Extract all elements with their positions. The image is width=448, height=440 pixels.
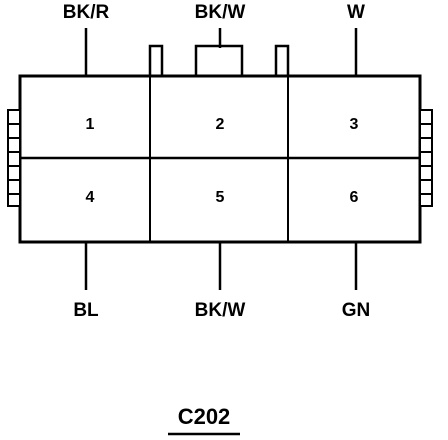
- cavity-number-3: 3: [350, 116, 359, 133]
- cavity-number-2: 2: [216, 116, 225, 133]
- wire-label-cavity-6: GN: [342, 300, 371, 321]
- wire-label-cavity-5: BK/W: [195, 300, 246, 321]
- wire-label-cavity-1: BK/R: [63, 2, 110, 23]
- wire-label-cavity-3: W: [347, 2, 365, 23]
- wire-label-cavity-2: BK/W: [195, 2, 246, 23]
- wire-label-cavity-4: BL: [73, 300, 99, 321]
- locking-tab-center: [194, 44, 244, 76]
- connector-id: C202: [178, 404, 231, 429]
- side-ribs-left: [7, 109, 21, 207]
- locking-tab-right: [274, 44, 290, 76]
- side-ribs-right: [419, 109, 433, 207]
- cavity-number-1: 1: [86, 116, 95, 133]
- cavity-number-6: 6: [350, 189, 359, 206]
- cavity-number-4: 4: [86, 189, 95, 206]
- locking-tab-left: [148, 44, 164, 76]
- cavity-number-5: 5: [216, 189, 225, 206]
